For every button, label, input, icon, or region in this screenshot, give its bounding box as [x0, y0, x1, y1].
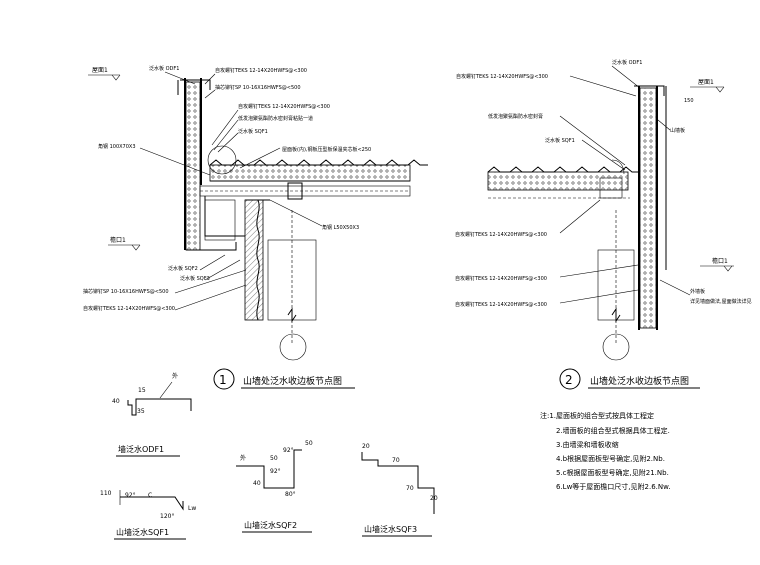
left-detail: 屋面1 檐口1	[83, 65, 428, 390]
label-sqf1: 泛水板 SQF1	[238, 128, 268, 135]
label-angle-2: 角钢 L50X50X3	[322, 224, 359, 231]
note-line: 5.c根据屋面板型号确定,见附21.Nb.	[556, 468, 669, 477]
sqf2-dim-f: 50	[305, 440, 313, 447]
detail-number: 1	[219, 373, 227, 387]
connection-plate	[599, 177, 623, 199]
sqf2-dim-b: 92°	[283, 447, 294, 454]
detail-callout-circle	[207, 145, 237, 175]
label-sqf1: 泛水板 SQF1	[545, 137, 575, 144]
detail-number-circle	[559, 368, 581, 390]
label-sealant: 低发泡聚氨酯防水密封膏	[488, 113, 543, 120]
roof-level-label: 屋面1	[698, 79, 714, 86]
lower-wall	[244, 199, 264, 321]
odf1-dim-a: 40	[112, 398, 120, 405]
sqf2-dim-a: 50	[270, 455, 278, 462]
profile-sqf2: 外 50 92° 92° 40 80° 50 山墙泛水SQF2	[236, 440, 313, 533]
profile-sqf3: 20 70 70 20 山墙泛水SQF3	[361, 443, 438, 537]
note-line: 4.b根据屋面板型号确定,见附2.Nb.	[556, 454, 665, 463]
gutter-level-label: 檐口1	[110, 236, 126, 244]
notes: 注:1.屋面板的组合型式按具体工程定 2.墙面板的组合型式根据具体工程定. 3.…	[540, 411, 670, 491]
label-angle-steel: 角钢 100X70X3	[98, 143, 136, 150]
detail-title: 山墙处泛水收边板节点图	[590, 375, 689, 387]
label-wall-note-2: 详见墙面做法,屋面做法详见	[690, 298, 752, 305]
sqf1-dim-e: Lw	[188, 505, 196, 512]
label-odf1: 泛水板 ODF1	[149, 65, 179, 72]
profile-sqf1: 110 92° C 120° Lw 山墙泛水SQF1	[100, 490, 196, 540]
sqf2-flashing	[186, 242, 237, 251]
odf1-outside: 外	[172, 372, 178, 380]
axis-bubble	[602, 333, 630, 361]
odf1-dim-c: 35	[137, 408, 145, 415]
sqf1-dim-a: 110	[100, 490, 112, 497]
roof-level-label: 屋面1	[92, 67, 108, 74]
note-line: 3.由墙梁和墙板收缩	[556, 440, 619, 449]
label-screw-2: 自攻螺钉TEKS 12-14X20HWFS@<300	[238, 103, 330, 110]
detail-number: 2	[565, 373, 573, 387]
label-sqf3: 泛水板 SQF3	[180, 275, 210, 282]
label-sealant: 低发泡聚氨酯防水密封膏粘贴一道	[238, 115, 313, 122]
sqf2-dim-d: 40	[253, 480, 261, 487]
odf1-label: 墙泛水ODF1	[118, 444, 164, 454]
label-screw-3: 自攻螺钉TEKS 12-14X20HWFS@<300	[83, 305, 175, 312]
sqf3-label: 山墙泛水SQF3	[364, 524, 417, 534]
label-screw-4: 自攻螺钉TEKS 12-14X20HWFS@<300	[455, 301, 547, 308]
odf1-dim-b: 15	[138, 387, 146, 394]
gable-wall-panel	[185, 81, 201, 251]
sqf3-dim-a: 20	[362, 443, 370, 450]
note-line: 2.墙面板的组合型式根据具体工程定.	[556, 426, 670, 435]
odf1-flashing	[180, 79, 211, 90]
label-wall-note: 外墙板	[690, 288, 705, 295]
sqf2-dim-e: 80°	[285, 491, 296, 498]
right-detail: 屋面1 150 檐口1 泛水板 ODF1 自攻螺钉TEKS 12-14X20HW…	[455, 59, 752, 390]
label-rivet-2: 抽芯铆钉SP 10-16X16HWFS@<500	[83, 288, 169, 295]
sqf2-label: 山墙泛水SQF2	[244, 520, 297, 530]
detail-number-circle	[213, 368, 235, 390]
detail-title: 山墙处泛水收边板节点图	[243, 375, 342, 387]
label-sqf2: 泛水板 SQF2	[168, 265, 198, 272]
label-rivet-1: 抽芯铆钉SP 10-16X16HWFS@<500	[215, 84, 301, 91]
label-screw-1: 自攻螺钉TEKS 12-14X20HWFS@<300	[215, 67, 307, 74]
roof-panel	[209, 164, 411, 182]
level-triangle-icon	[111, 74, 121, 81]
profile-odf1: 外 40 15 35 墙泛水ODF1	[112, 372, 192, 457]
sqf1-dim-b: 92°	[125, 492, 136, 499]
sqf2-outside: 外	[240, 454, 246, 462]
beam-connection	[287, 182, 303, 200]
dim-150: 150	[684, 98, 694, 104]
sqf3-dim-c: 70	[406, 485, 414, 492]
gutter-level-label: 檐口1	[712, 257, 728, 265]
sqf2-dim-c: 92°	[270, 468, 281, 475]
gable-wall-panel	[639, 87, 657, 329]
odf1-flashing	[634, 85, 665, 96]
sqf1-dim-c: C	[148, 492, 152, 499]
label-odf1: 泛水板 ODF1	[612, 59, 642, 66]
sqf1-dim-d: 120°	[160, 513, 174, 520]
label-screw-2: 自攻螺钉TEKS 12-14X20HWFS@<300	[455, 231, 547, 238]
sqf1-label: 山墙泛水SQF1	[116, 527, 169, 537]
sqf3-dim-b: 70	[392, 457, 400, 464]
sqf3-dim-d: 20	[430, 495, 438, 502]
label-screw-1: 自攻螺钉TEKS 12-14X20HWFS@<300	[456, 73, 548, 80]
label-screw-3: 自攻螺钉TEKS 12-14X20HWFS@<300	[455, 275, 547, 282]
label-roof-panel: 屋面板(内),钢板压型板保温夹芯板<250	[282, 146, 371, 153]
axis-bubble	[279, 333, 307, 361]
label-wall-panel: 山墙板	[670, 127, 685, 134]
note-line: 6.Lw等于屋面檐口尺寸,见附2.6.Nw.	[556, 482, 670, 491]
note-line: 注:1.屋面板的组合型式按具体工程定	[540, 411, 654, 420]
roof-panel	[487, 171, 629, 191]
